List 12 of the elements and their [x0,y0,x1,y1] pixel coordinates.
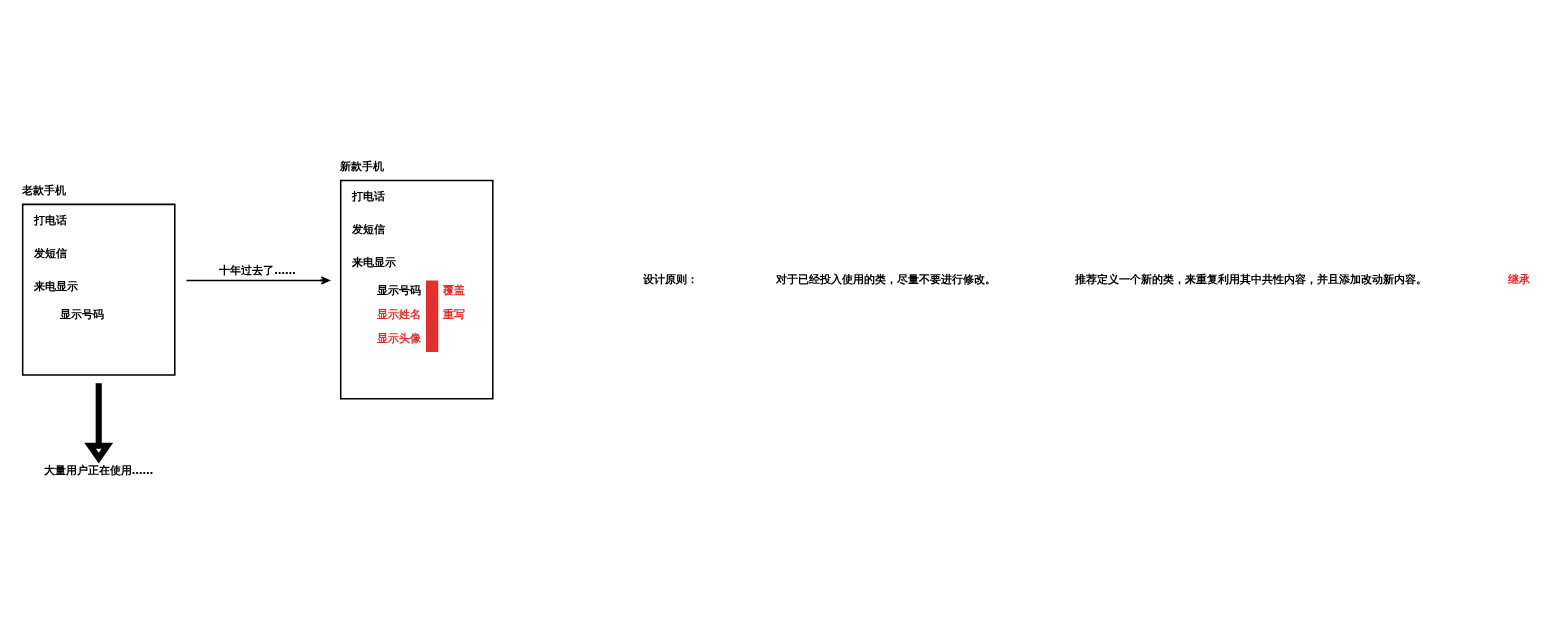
label: 设计原则： [642,272,698,286]
arrow [84,383,114,464]
node-label: 老款手机 [21,183,66,197]
arrow [185,276,330,285]
label: 推荐定义一个新的类，来重复利用其中共性内容，并且添加改动新内容。 [1074,272,1427,286]
edge-label: 十年过去了…… [219,264,296,278]
node-label: 新款手机 [339,159,384,173]
node-box: 打电话 发短信 来电显示 显示号码 覆盖 显示姓名 重写 显示头像 [339,179,494,400]
label: 继承 [1507,272,1530,286]
label: 对于已经投入使用的类，尽量不要进行修改。 [776,272,997,286]
node-text: 大量用户正在使用…… [43,464,154,478]
node-box: 打电话 发短信 来电显示 显示号码 [21,203,176,376]
